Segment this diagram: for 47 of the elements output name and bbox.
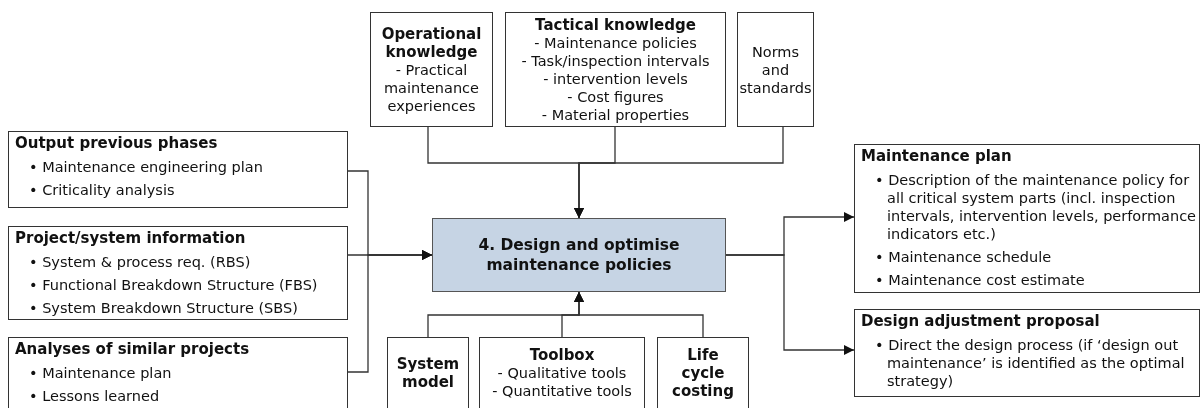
connector-arrow xyxy=(725,254,855,355)
process-box xyxy=(432,218,726,292)
connector-arrow xyxy=(574,291,704,338)
tool-box xyxy=(479,337,645,408)
box-heading: Norms and standards xyxy=(739,42,812,97)
list-item: • Lessons learned xyxy=(29,387,161,405)
connector-arrow xyxy=(574,126,784,219)
list-item: • Functional Breakdown Structure (FBS) xyxy=(29,276,319,294)
box-text: - Material properties xyxy=(540,105,691,124)
box-heading: Operational knowledge xyxy=(380,24,483,61)
tool-box xyxy=(657,337,749,408)
box-heading: Life cycle costing xyxy=(671,346,735,400)
box-heading: Design adjustment proposal xyxy=(861,312,1101,331)
list-item: • Maintenance cost estimate xyxy=(875,271,1086,289)
box-heading: System model xyxy=(395,355,461,391)
knowledge-box xyxy=(737,12,814,127)
list-item: • Maintenance schedule xyxy=(875,248,1053,266)
list-item: • Criticality analysis xyxy=(29,181,176,199)
connector-arrow xyxy=(347,250,433,373)
knowledge-box xyxy=(505,12,726,127)
box-heading: Output previous phases xyxy=(15,134,219,153)
box-text: - Task/inspection intervals xyxy=(520,51,711,70)
tool-box xyxy=(387,337,469,408)
list-item: • Direct the design process (if ‘design out maintenance’ is identified as the optimal strategy) xyxy=(875,336,1186,390)
box-text: - Maintenance policies xyxy=(533,33,698,52)
box-text: - Qualitative tools xyxy=(496,364,628,382)
box-heading: Maintenance plan xyxy=(861,147,1013,166)
list-item: • Maintenance engineering plan xyxy=(29,158,264,176)
list-item: • Description of the maintenance policy for all critical system parts (incl. inspection intervals, intervention levels, performance indicators etc.) xyxy=(875,171,1197,243)
box-text: - Cost figures xyxy=(566,87,665,106)
box-text: - Quantitative tools xyxy=(491,382,633,400)
output-box xyxy=(854,309,1200,397)
process-title: 4. Design and optimise maintenance policies xyxy=(477,234,681,276)
list-item: • System Breakdown Structure (SBS) xyxy=(29,299,299,317)
box-heading: Toolbox xyxy=(528,346,596,364)
box-text: - intervention levels xyxy=(542,69,689,88)
input-box xyxy=(8,131,348,208)
box-heading: Analyses of similar projects xyxy=(15,340,251,359)
list-item: • Maintenance plan xyxy=(29,364,173,382)
input-box xyxy=(8,337,348,408)
output-box xyxy=(854,144,1200,293)
box-text: - Practical maintenance experiences xyxy=(383,60,480,115)
list-item: • System & process req. (RBS) xyxy=(29,253,252,271)
knowledge-box xyxy=(370,12,493,127)
input-box xyxy=(8,226,348,320)
box-heading: Tactical knowledge xyxy=(534,15,697,34)
box-heading: Project/system information xyxy=(15,229,247,248)
